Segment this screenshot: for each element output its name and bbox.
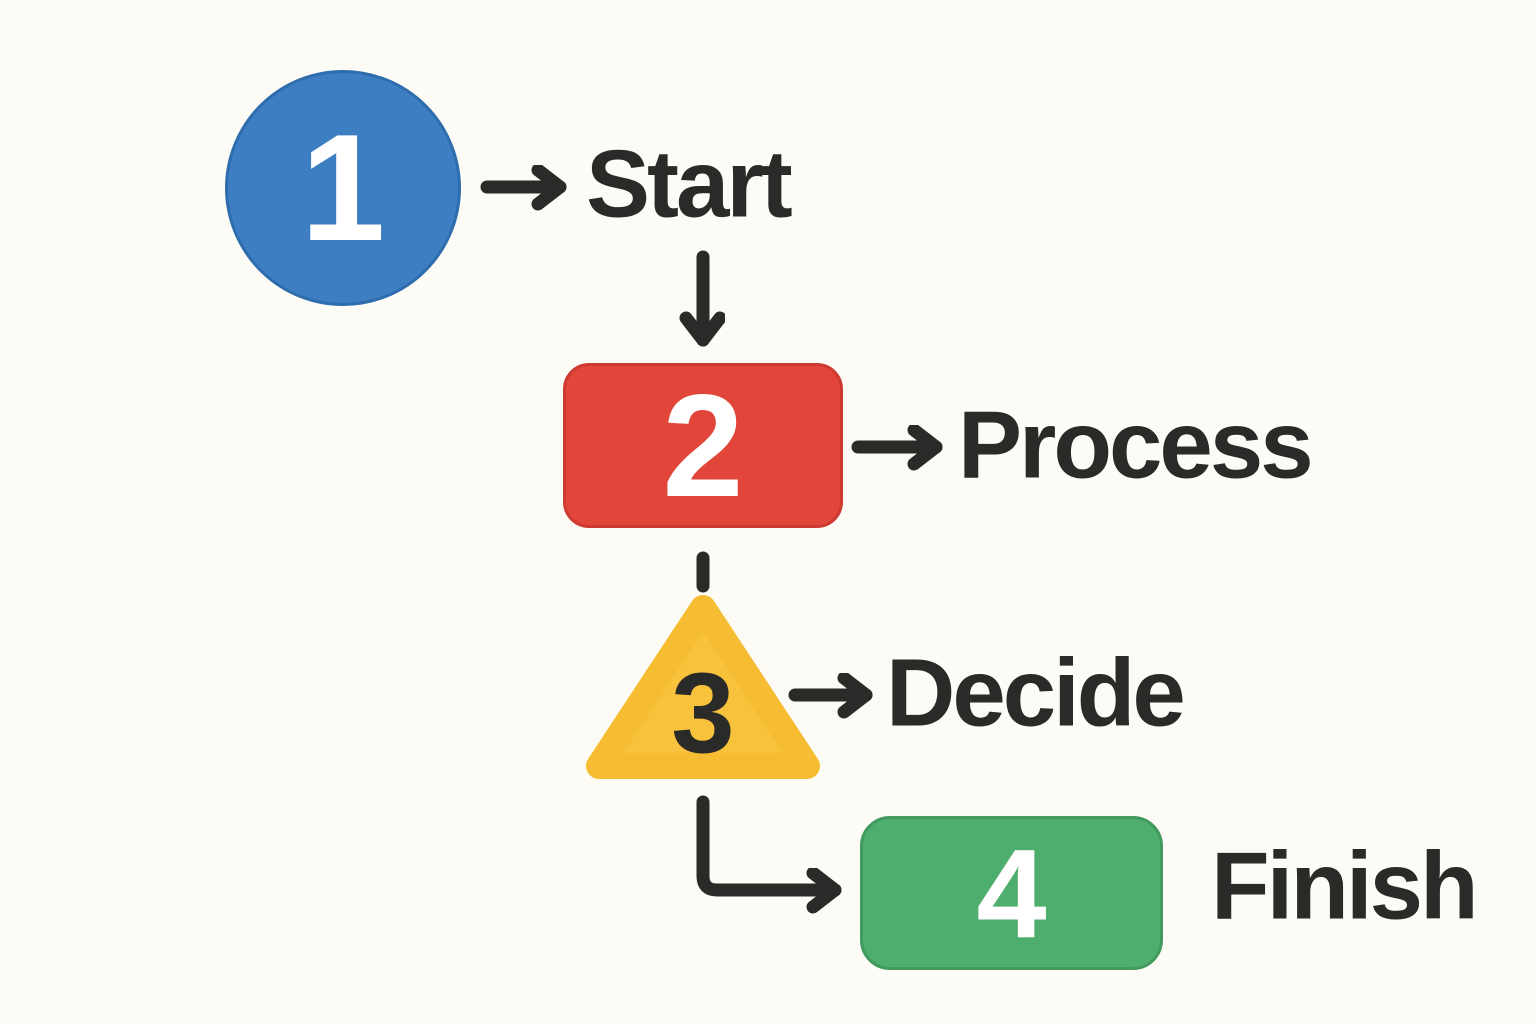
node-start-number: 1 xyxy=(300,102,386,273)
label-finish: Finish xyxy=(1211,832,1479,940)
label-decide: Decide xyxy=(886,639,1186,747)
label-start: Start xyxy=(586,130,793,238)
node-start-circle[interactable]: 1 xyxy=(225,70,461,306)
node-process-rect[interactable]: 2 xyxy=(563,363,843,528)
elbow-arrow-icon-node3-node4 xyxy=(696,795,842,890)
node-decide-triangle[interactable]: 3 xyxy=(583,592,823,782)
label-process: Process xyxy=(958,391,1314,499)
node-process-number: 2 xyxy=(662,363,744,527)
triangle-icon xyxy=(586,595,820,779)
node-finish-rect[interactable]: 4 xyxy=(860,816,1163,970)
node-finish-number: 4 xyxy=(976,822,1047,964)
node-decide-number: 3 xyxy=(671,649,735,777)
